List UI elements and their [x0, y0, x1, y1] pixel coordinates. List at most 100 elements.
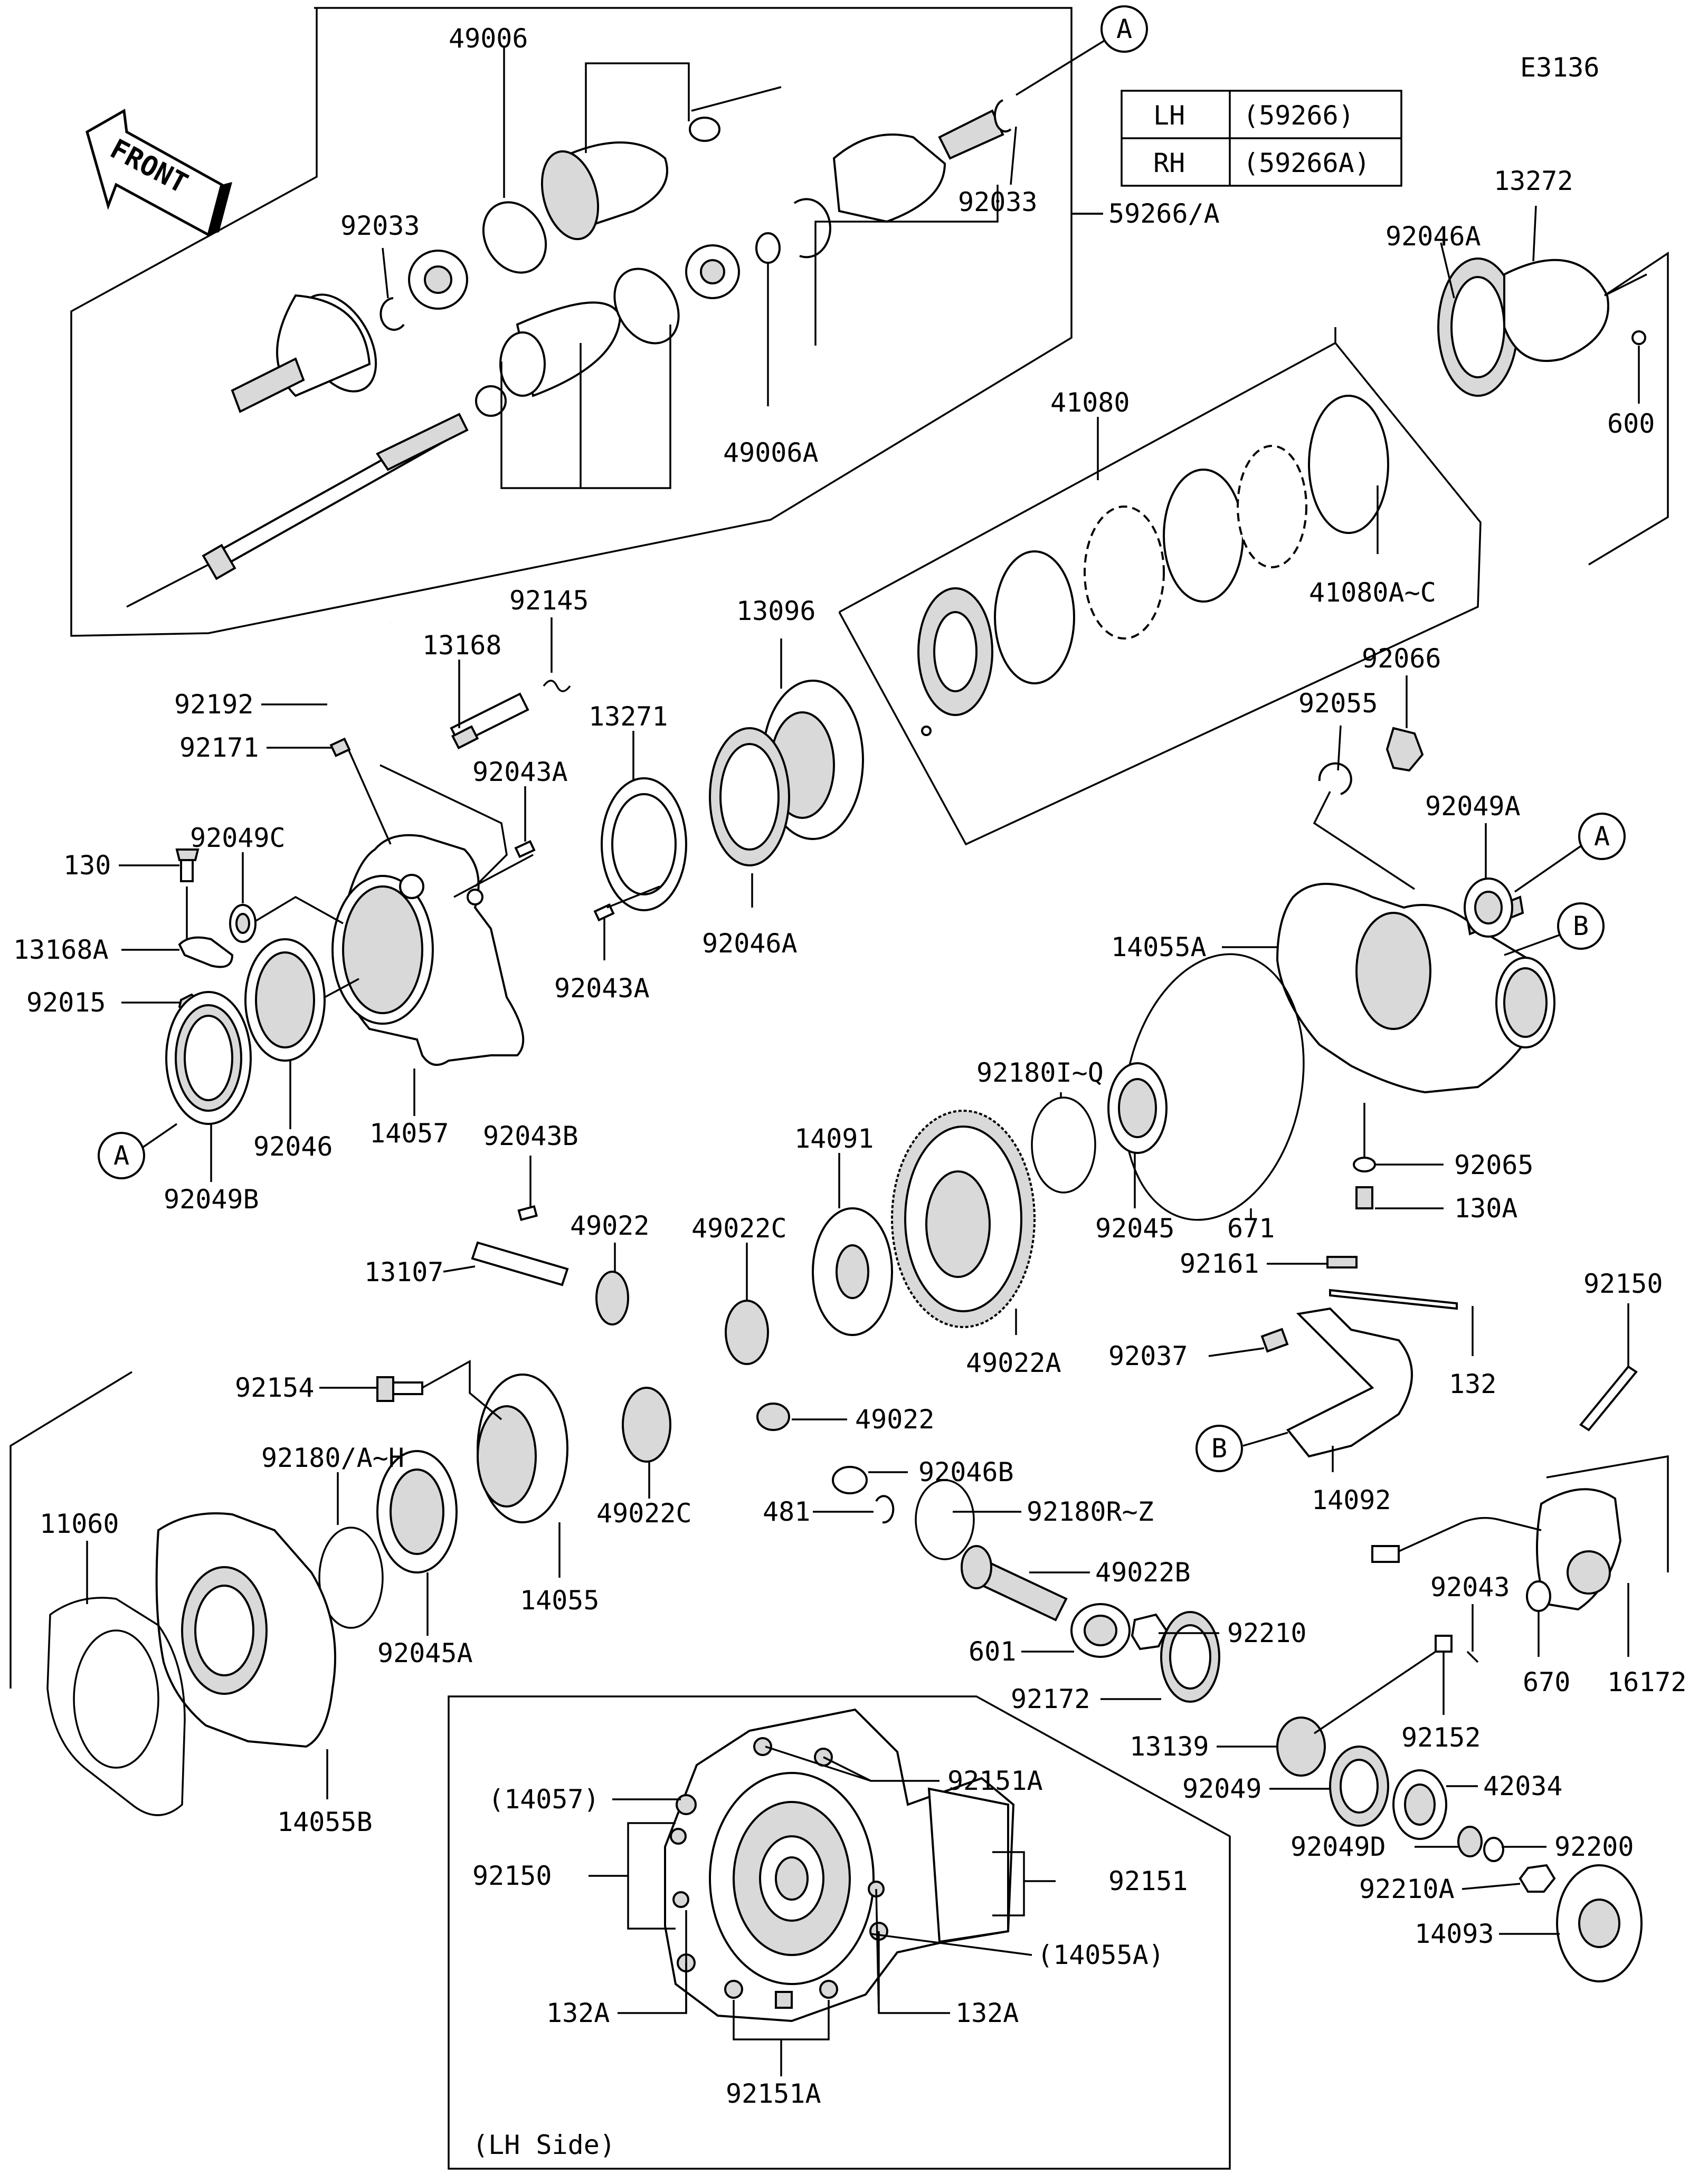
label-42034: 42034 [1483, 1771, 1563, 1801]
svg-text:A: A [113, 1140, 129, 1171]
label-92045: 92045 [1095, 1213, 1175, 1244]
label-92210A: 92210A [1359, 1874, 1455, 1904]
label-14091: 14091 [794, 1123, 874, 1154]
legend-rh-side: RH [1153, 148, 1185, 178]
legend-lh-side: LH [1153, 100, 1185, 131]
label-92210: 92210 [1227, 1618, 1307, 1648]
clutch-pack-frame [838, 327, 1482, 846]
label-92145: 92145 [509, 585, 589, 616]
bearing-and-cap-top [1437, 251, 1669, 566]
differential-gears [318, 1110, 1036, 1629]
inset-labels: (14057) 92151A 92150 92151 (14055A) 132A… [472, 1766, 1188, 2160]
inset-label-14055A: (14055A) [1037, 1940, 1164, 1970]
clutch-hub [601, 680, 864, 911]
label-41080A-C: 41080A~C [1309, 577, 1436, 608]
label-49006A: 49006A [723, 437, 819, 468]
callout-a-left: A [98, 1132, 145, 1179]
label-92172: 92172 [1011, 1684, 1090, 1714]
label-92046A-mid: 92046A [702, 928, 798, 959]
label-14055A: 14055A [1111, 932, 1207, 962]
label-92150-right: 92150 [1583, 1269, 1663, 1299]
inset-label-132A-left: 132A [546, 1998, 610, 2028]
label-92043A-lower: 92043A [554, 973, 650, 1004]
part-labels: 49006 92033 92033 59266/A 49006A 92046A … [13, 23, 1687, 1949]
inset-lh-side-frame [448, 1695, 1231, 2170]
label-132: 132 [1449, 1369, 1496, 1399]
inset-label-132A-right: 132A [955, 1998, 1019, 2028]
clutch-plates [917, 395, 1389, 736]
inset-label-92151: 92151 [1108, 1866, 1188, 1896]
label-14057: 14057 [369, 1118, 449, 1149]
label-49022A: 49022A [966, 1348, 1061, 1378]
label-41080: 41080 [1050, 387, 1130, 418]
label-13139: 13139 [1130, 1731, 1209, 1762]
left-cover-14055B [10, 1371, 336, 1816]
label-92049C: 92049C [190, 823, 286, 853]
label-13272: 13272 [1494, 166, 1573, 196]
label-13271: 13271 [589, 701, 668, 732]
label-92033-left: 92033 [340, 211, 420, 241]
svg-text:B: B [1573, 911, 1589, 941]
label-92043A-upper: 92043A [472, 757, 568, 787]
label-92046B: 92046B [918, 1457, 1014, 1487]
label-92046: 92046 [253, 1131, 333, 1162]
left-housing-14057 [165, 619, 615, 1125]
callout-b-right: B [1557, 902, 1605, 950]
side-legend-table: LH (59266) RH (59266A) [1121, 90, 1402, 187]
inset-label-92150: 92150 [472, 1861, 552, 1891]
label-92200: 92200 [1554, 1832, 1634, 1862]
label-92161: 92161 [1180, 1248, 1259, 1279]
legend-lh-part: (59266) [1243, 100, 1354, 131]
label-601: 601 [969, 1636, 1016, 1667]
inset-housing-view [664, 1708, 1015, 2023]
label-59266: 59266/A [1108, 198, 1220, 229]
label-92066: 92066 [1362, 643, 1441, 674]
label-92152: 92152 [1401, 1722, 1481, 1753]
label-14092: 14092 [1312, 1485, 1391, 1515]
label-92055: 92055 [1298, 688, 1378, 719]
callout-a-right: A [1578, 813, 1626, 860]
label-13168A: 13168A [13, 934, 109, 965]
label-92037: 92037 [1108, 1341, 1188, 1371]
label-130A: 130A [1454, 1193, 1517, 1224]
right-housing-14055A [1031, 727, 1555, 1221]
label-13107: 13107 [364, 1257, 444, 1287]
label-49022-mid: 49022 [855, 1404, 935, 1435]
label-92180-A-H: 92180/A~H [261, 1443, 404, 1473]
inset-label-14057: (14057) [488, 1784, 600, 1815]
svg-text:A: A [1116, 14, 1132, 44]
leader-lines [86, 31, 1640, 2076]
label-92046A-top: 92046A [1386, 221, 1481, 252]
label-49022B: 49022B [1095, 1557, 1191, 1588]
callout-a-top: A [1100, 5, 1148, 53]
label-130: 130 [63, 850, 111, 881]
label-92049A: 92049A [1425, 791, 1521, 822]
svg-text:A: A [1594, 821, 1610, 852]
label-92045A: 92045A [377, 1638, 473, 1668]
label-600: 600 [1607, 408, 1655, 439]
label-92049: 92049 [1182, 1773, 1262, 1804]
label-13096: 13096 [736, 596, 816, 626]
label-670: 670 [1523, 1667, 1570, 1697]
label-671: 671 [1227, 1213, 1275, 1244]
label-92049B: 92049B [164, 1184, 259, 1215]
label-92033-right: 92033 [958, 187, 1038, 217]
label-92154: 92154 [235, 1372, 315, 1403]
label-14055: 14055 [520, 1585, 600, 1616]
diagram-code: E3136 [1520, 52, 1600, 83]
legend-rh-part: (59266A) [1243, 148, 1370, 178]
front-arrow-icon: FRONT [86, 108, 232, 237]
label-13168: 13168 [422, 630, 502, 661]
driveshaft-assembly [126, 86, 1012, 608]
svg-text:B: B [1211, 1433, 1227, 1464]
label-92049D: 92049D [1291, 1832, 1386, 1862]
label-92065: 92065 [1454, 1150, 1534, 1180]
label-92043B: 92043B [483, 1121, 578, 1151]
label-92015: 92015 [26, 987, 106, 1018]
inset-label-92151A-bottom: 92151A [726, 2078, 821, 2109]
label-92043: 92043 [1430, 1572, 1510, 1603]
label-92180I-Q: 92180I~Q [976, 1057, 1104, 1088]
label-11060: 11060 [40, 1509, 119, 1539]
bracket-and-actuator [1260, 1256, 1669, 1663]
